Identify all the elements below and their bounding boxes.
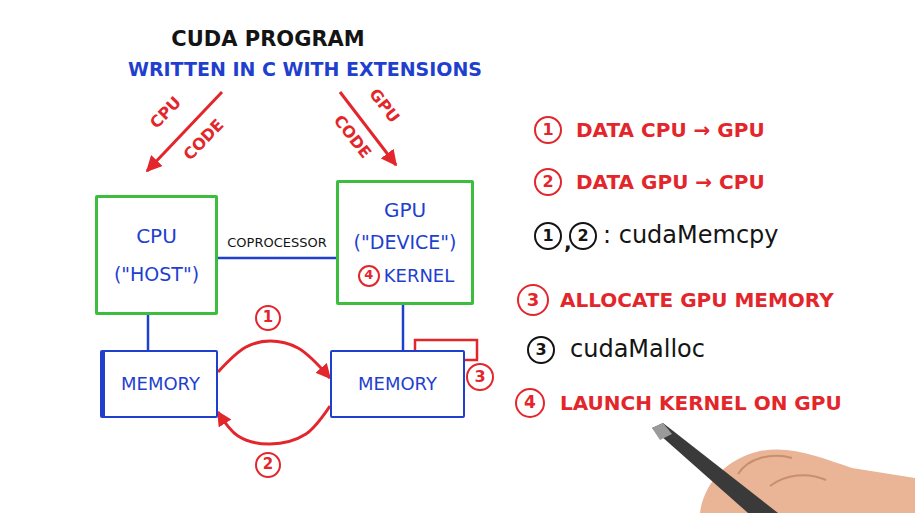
arrow-label: CODE (180, 116, 228, 164)
box-label: 2 (577, 227, 588, 245)
pen-tip (652, 423, 672, 440)
arrow-label: CPU (147, 93, 186, 132)
box-label: 4 (364, 268, 373, 283)
step-number-circle: 3 (517, 284, 549, 316)
step-number-circle: 4 (358, 265, 380, 287)
box-sublabel: ("DEVICE") (354, 232, 457, 254)
diagram-title: CUDA PROGRAM (171, 27, 364, 51)
connector (402, 305, 405, 350)
box-sublabel: ("HOST") (114, 264, 199, 286)
box-label: 1 (542, 227, 553, 245)
box-label: 3 (535, 341, 546, 359)
step-text: ALLOCATE GPU MEMORY (560, 289, 834, 312)
box-label: MEMORY (121, 374, 200, 395)
step-text: DATA GPU → CPU (576, 171, 765, 194)
step-number-circle: 3 (527, 336, 555, 364)
step-number-circle: 1 (534, 222, 562, 250)
arrow-label: CODE (329, 112, 374, 162)
box-label: CPU (136, 225, 177, 248)
step-number-circle: 2 (569, 222, 597, 250)
box-label: GPU (384, 199, 426, 222)
box-label: 4 (524, 393, 536, 413)
connector (147, 315, 150, 350)
connector (218, 257, 336, 260)
connector-label: COPROCESSOR (225, 236, 328, 251)
box-label: 3 (474, 368, 485, 386)
finger-line (738, 456, 792, 474)
api-call: : cudaMemcpy (603, 222, 779, 250)
api-call: cudaMalloc (570, 336, 705, 364)
memory-box: MEMORY (100, 350, 218, 418)
step-number-circle: 2 (255, 452, 281, 478)
step-number-circle: 4 (515, 388, 545, 418)
step-number-circle: 1 (534, 116, 562, 144)
step-number-circle: 3 (466, 363, 494, 391)
pen (652, 423, 778, 513)
host-box: CPU ("HOST") (95, 195, 218, 315)
box-label: 3 (527, 290, 540, 311)
step-text: LAUNCH KERNEL ON GPU (560, 392, 842, 415)
box-label: MEMORY (358, 374, 437, 395)
step-number-circle: 2 (534, 168, 562, 196)
box-label: 2 (542, 173, 553, 191)
step-text: DATA CPU → GPU (576, 119, 765, 142)
step-number-circle: 1 (255, 305, 281, 331)
arrow-label: GPU (365, 85, 403, 126)
box-label: 1 (542, 121, 553, 139)
connector (218, 341, 330, 378)
separator: , (564, 231, 572, 254)
memory-box: MEMORY (330, 350, 465, 418)
device-box: GPU ("DEVICE") KERNEL 4 (336, 180, 474, 305)
box-sublabel: KERNEL (384, 266, 455, 287)
subtitle: WRITTEN IN C WITH EXTENSIONS (128, 59, 482, 81)
finger-line (770, 475, 826, 486)
connector (218, 406, 330, 444)
